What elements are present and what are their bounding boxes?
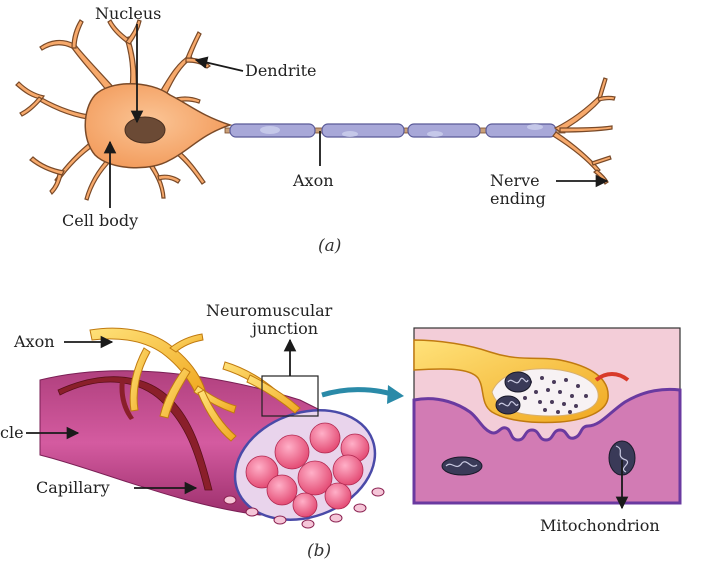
axon (225, 124, 565, 137)
caption-b: (b) (307, 541, 331, 561)
label-mitochondrion: Mitochondrion (540, 516, 660, 535)
junction-inset (414, 328, 680, 503)
nucleus (125, 117, 165, 143)
myelin-sheath (408, 124, 480, 137)
label-capillary: Capillary (36, 478, 110, 497)
nerve-ending (553, 78, 615, 184)
label-neuromuscular-2: junction (250, 319, 318, 338)
muscle-figure-b (40, 328, 404, 538)
label-dendrite: Dendrite (245, 61, 317, 80)
label-axon-a: Axon (292, 171, 334, 190)
label-neuromuscular-1: Neuromuscular (206, 301, 333, 320)
zoom-arrow (322, 390, 392, 395)
label-axon-b: Axon (13, 332, 55, 351)
label-nucleus: Nucleus (95, 4, 161, 23)
myelin-sheath (486, 124, 556, 137)
label-cell-body: Cell body (62, 211, 138, 230)
myelin-sheath (322, 124, 404, 137)
label-nerve-ending-1: Nerve (490, 171, 540, 190)
caption-a: (a) (318, 236, 341, 256)
label-muscle: cle (0, 423, 24, 442)
label-nerve-ending-2: ending (490, 189, 546, 208)
